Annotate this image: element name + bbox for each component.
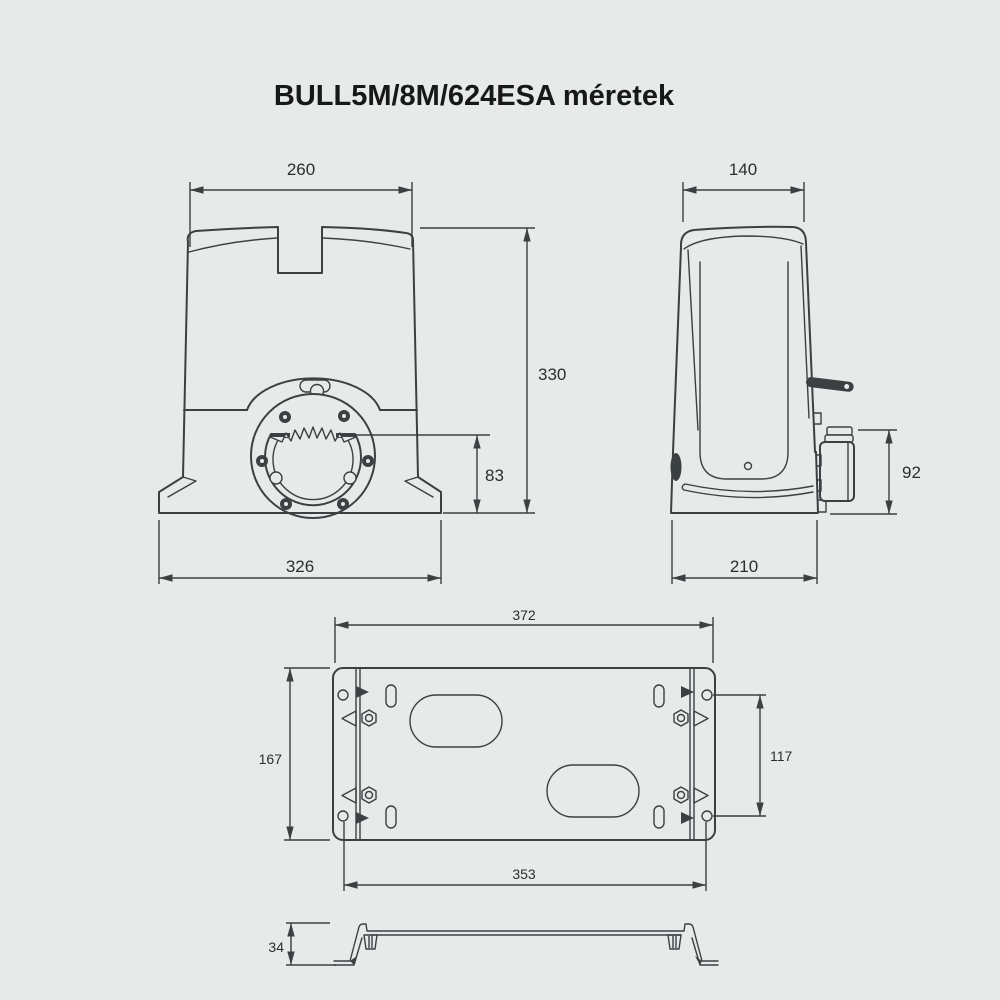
dim-side-pinion-height-label: 92: [902, 463, 921, 482]
profile-bolt-right: [667, 934, 682, 950]
dim-side-pinion-height: 92: [830, 429, 921, 515]
front-housing-outline: [158, 226, 442, 514]
dim-profile-height: 34: [268, 922, 336, 966]
dim-plate-depth: 167: [259, 667, 330, 841]
side-release-lever: [805, 377, 854, 392]
plate-outline: [332, 667, 716, 841]
dim-side-top-depth-label: 140: [729, 160, 757, 179]
dim-front-total-height-label: 330: [538, 365, 566, 384]
side-pinion-unit: [816, 426, 855, 502]
front-pinion-gear-teeth: [269, 426, 357, 443]
plate-corner-holes: [337, 689, 713, 822]
front-flange-bolts: [256, 410, 374, 510]
side-right-seam: [800, 245, 810, 419]
side-base-skids: [681, 483, 814, 499]
side-base-outline: [670, 451, 819, 514]
dim-front-base-width: 326: [158, 520, 442, 584]
dim-plate-hole-spacing-width-label: 353: [512, 866, 536, 882]
side-panel-screw: [743, 461, 753, 471]
plate-oval-hole-top: [409, 694, 503, 748]
front-dome-arc: [246, 377, 381, 411]
plate-anchor-triangles: [341, 710, 709, 804]
dim-front-base-width-label: 326: [286, 557, 314, 576]
dim-plate-hole-spacing-depth-label: 117: [770, 748, 793, 764]
front-flange-circle: [250, 393, 376, 519]
plate-hex-nuts: [361, 709, 689, 804]
front-rim-inner-arc: [272, 436, 354, 501]
front-base-steps: [167, 476, 434, 498]
plate-anchor-pins: [356, 686, 694, 824]
plate-slots: [385, 684, 665, 829]
side-right-edge: [805, 242, 816, 453]
side-view: 140 92 210: [670, 160, 921, 584]
profile-bolt-left: [363, 934, 378, 950]
dim-profile-height-label: 34: [268, 939, 284, 955]
profile-fillet-left: [350, 956, 357, 965]
dim-plate-hole-spacing-depth: 117: [713, 694, 793, 817]
plate-oval-hole-bottom: [546, 764, 640, 818]
plate-profile-view: 34: [268, 922, 719, 966]
dim-front-total-height: 330: [420, 227, 566, 514]
dim-front-top-width: 260: [189, 160, 413, 247]
base-plate-view: 372 167 117 353: [259, 607, 793, 891]
front-view: 260 330 83 326: [158, 160, 566, 584]
dim-plate-hole-spacing-width: 353: [343, 822, 707, 891]
dim-front-pinion-axis-height: 83: [340, 434, 504, 513]
plate-fold-lines: [355, 667, 695, 841]
dim-plate-width: 372: [334, 607, 714, 663]
dim-plate-width-label: 372: [512, 607, 536, 623]
side-right-tab: [813, 412, 822, 425]
dim-side-top-depth: 140: [682, 160, 805, 222]
dim-side-base-depth-label: 210: [730, 557, 758, 576]
front-cover-seam: [188, 237, 411, 253]
profile-fillet-right: [695, 956, 702, 965]
dim-front-pinion-axis-height-label: 83: [485, 466, 504, 485]
profile-inner-lines: [333, 934, 719, 966]
dim-plate-depth-label: 167: [259, 751, 283, 767]
side-left-seam: [687, 249, 699, 431]
side-cap-seam: [683, 235, 804, 250]
profile-outline: [333, 923, 719, 962]
side-inner-panel: [699, 261, 789, 480]
dim-front-top-width-label: 260: [287, 160, 315, 179]
side-top-cap: [679, 225, 807, 248]
front-mesh-bar-left: [271, 433, 290, 438]
side-left-edge: [672, 246, 682, 453]
dim-side-base-depth: 210: [671, 520, 818, 584]
page-title: BULL5M/8M/624ESA méretek: [274, 80, 675, 112]
